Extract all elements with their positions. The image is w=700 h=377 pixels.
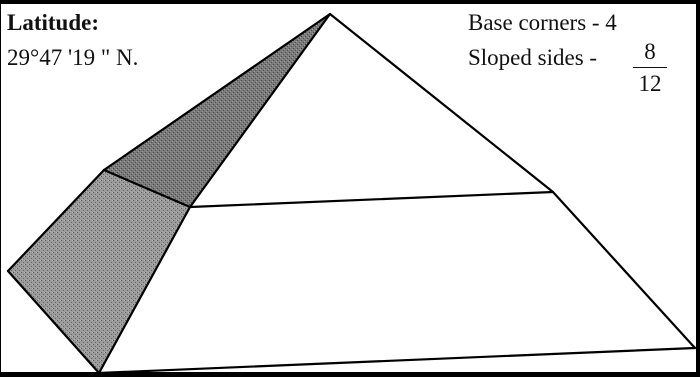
pyramid-diagram <box>6 12 697 375</box>
horizontal-section-line <box>188 190 555 209</box>
apex-left-edge <box>102 12 332 172</box>
right-lower-edge <box>551 190 697 350</box>
apex-front-edge <box>188 12 332 209</box>
lower-left-shaded-face <box>8 170 190 373</box>
base-corners-label: Base corners - 4 <box>468 10 617 35</box>
base-front-edge <box>97 346 697 375</box>
left-section-line <box>102 168 192 209</box>
base-left-edge <box>6 269 101 375</box>
front-lower-edge <box>97 205 192 375</box>
latitude-value: 29°47 '19 " N. <box>7 45 139 70</box>
fraction-numerator: 8 <box>633 40 667 68</box>
latitude-heading: Latitude: <box>7 10 99 35</box>
fraction-denominator: 12 <box>638 71 662 96</box>
apex-right-edge <box>328 12 555 194</box>
sloped-sides-label: Sloped sides - <box>468 45 598 70</box>
sloped-sides-fraction: 8 12 <box>633 40 667 95</box>
left-upper-edge <box>6 168 106 273</box>
upper-left-shaded-face <box>104 14 330 207</box>
